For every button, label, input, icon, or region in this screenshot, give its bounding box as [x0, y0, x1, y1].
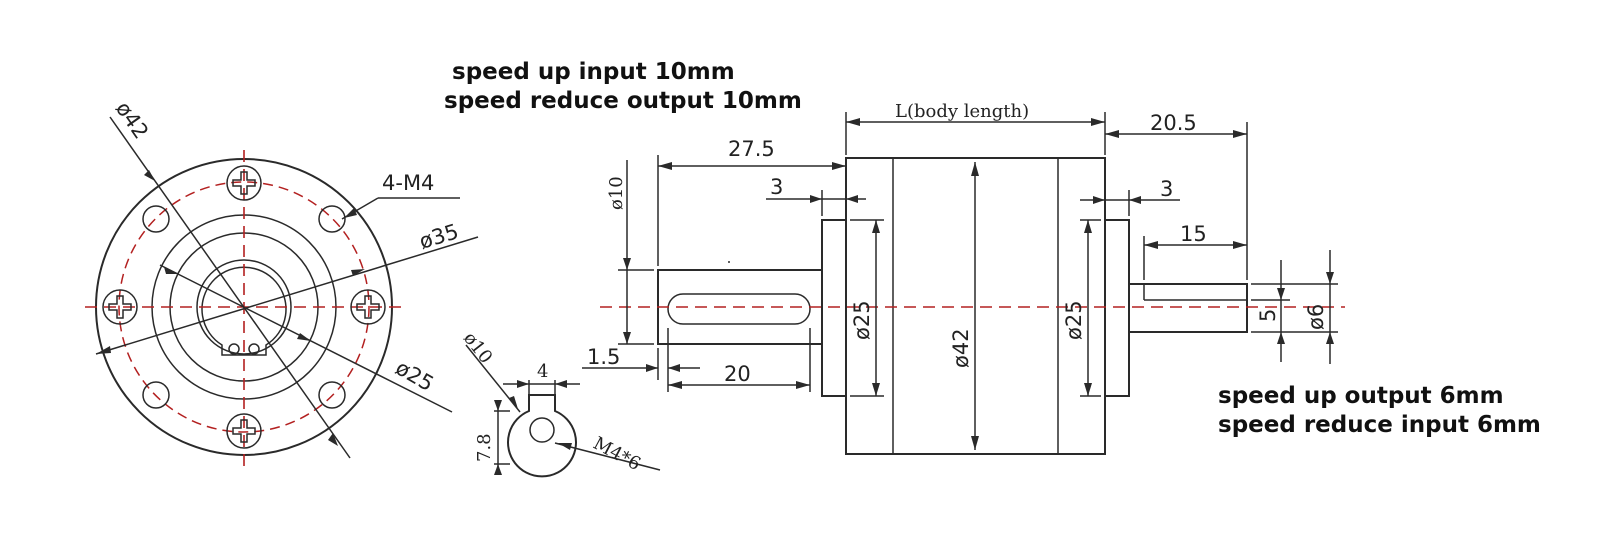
key-slot — [667, 293, 811, 325]
dim-input-shaft-length: 27.5 — [728, 137, 775, 161]
dim-output-shaft-length: 20.5 — [1150, 111, 1197, 135]
output-shaft-note: speed up output 6mm speed reduce input 6… — [1218, 382, 1541, 440]
dim-output-step: 3 — [1160, 177, 1173, 201]
dim-right-boss-diameter: ø25 — [1062, 300, 1086, 340]
note-line: speed reduce input 6mm — [1218, 412, 1541, 438]
dim-key-width: 4 — [537, 361, 548, 382]
dim-input-shaft-diameter: ø10 — [606, 176, 627, 210]
dim-input-step: 3 — [770, 175, 783, 199]
dim-set-screw: M4*6 — [590, 433, 644, 475]
note-line: speed reduce output 10mm — [444, 88, 802, 114]
input-boss — [821, 219, 847, 397]
dim-key-length: 20 — [724, 362, 751, 386]
output-shaft — [1128, 283, 1248, 333]
output-boss — [1104, 219, 1130, 397]
dim-output-flat-size: 5 — [1256, 309, 1280, 322]
dim-outer-diameter: ø42 — [111, 97, 153, 143]
dim-body-diameter: ø42 — [949, 328, 973, 368]
dim-key-offset: 1.5 — [587, 345, 620, 369]
note-line: speed up output 6mm — [1218, 383, 1504, 409]
dim-output-shaft-diameter: ø6 — [1304, 304, 1328, 330]
mount-hole — [142, 381, 170, 409]
dim-pilot-diameter: ø25 — [392, 356, 438, 397]
shaft-profile — [201, 266, 287, 356]
dim-flat-depth: 7.8 — [474, 433, 495, 462]
dim-line-35 — [95, 236, 479, 355]
set-screw-hole — [529, 417, 555, 443]
hub-outer — [196, 259, 292, 355]
mount-hole — [318, 205, 346, 233]
mount-hole — [142, 205, 170, 233]
dim-output-flat-length: 15 — [1180, 222, 1207, 246]
dim-thread-label: 4-M4 — [382, 171, 434, 195]
dim-shaft-diameter: ø10 — [459, 328, 496, 368]
shaft-section-outline — [507, 394, 577, 478]
bolt-circle — [118, 181, 370, 433]
shaft-section-view: ø10 4 7.8 M4*6 — [459, 328, 661, 478]
input-shaft-note: speed up input 10mm speed reduce output … — [444, 58, 802, 116]
dim-body-length: L(body length) — [895, 101, 1029, 122]
note-line: speed up input 10mm — [452, 59, 735, 85]
dim-left-boss-diameter: ø25 — [850, 300, 874, 340]
dim-bolt-circle: ø35 — [416, 219, 461, 254]
front-view: ø42 4-M4 ø25 ø35 ø25 — [85, 97, 479, 470]
mount-hole — [318, 381, 346, 409]
side-view: L(body length) 27.5 3 ø10 1.5 20 — [582, 101, 1345, 455]
